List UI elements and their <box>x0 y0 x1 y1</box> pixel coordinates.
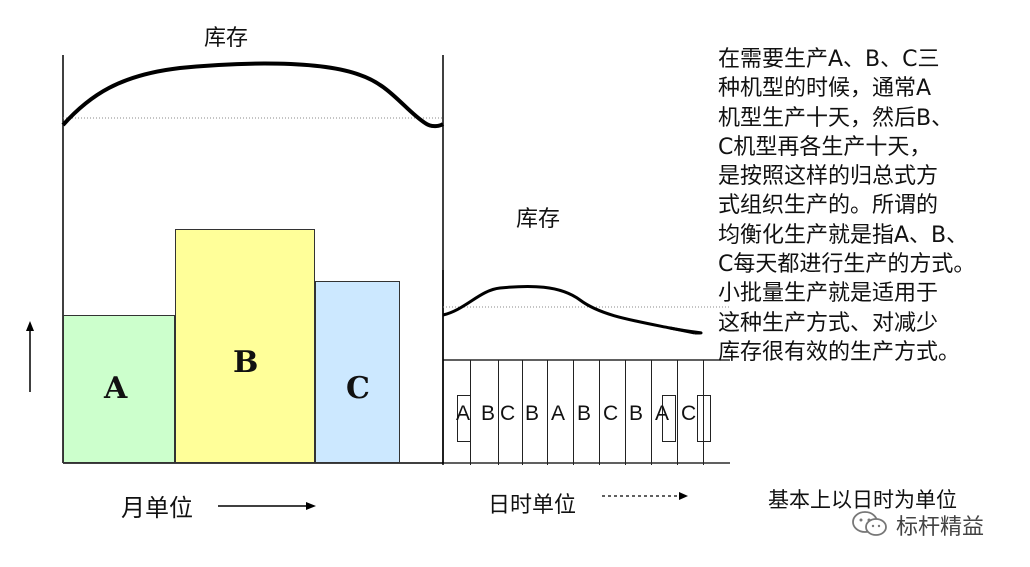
right-arrow-icon <box>218 502 316 510</box>
day-letter: A <box>655 402 670 425</box>
day-box <box>697 395 711 442</box>
description-text: 在需要生产A、B、C三 种机型的时候，通常A 机型生产十天，然后B、 C机型再各… <box>718 47 976 365</box>
wechat-icon <box>852 511 887 536</box>
bar-b-label: B <box>233 345 259 380</box>
watermark-text: 标杆精益 <box>896 515 985 540</box>
daily-inventory-label: 库存 <box>516 207 561 232</box>
day-box <box>662 395 676 442</box>
footer-note: 基本上以日时为单位 <box>768 488 957 512</box>
monthly-inventory-curve <box>61 61 445 129</box>
day-divider <box>677 360 678 465</box>
monthly-panel <box>61 55 445 464</box>
day-divider <box>547 360 548 465</box>
day-box <box>457 395 471 442</box>
day-letter: B <box>629 402 644 425</box>
day-divider <box>599 360 600 465</box>
up-arrow-icon <box>26 321 34 392</box>
day-letter: B <box>481 402 496 425</box>
dashed-right-arrow-icon <box>602 492 688 500</box>
daily-panel <box>442 270 730 465</box>
day-divider <box>703 360 704 465</box>
bar-a-label: A <box>104 371 128 406</box>
day-divider <box>651 360 652 465</box>
bar-c-label: C <box>346 371 370 406</box>
bar-b <box>175 229 315 463</box>
day-letter: B <box>577 402 592 425</box>
bar-c <box>315 281 400 463</box>
day-divider <box>498 360 499 465</box>
day-letter: A <box>551 402 566 425</box>
day-divider <box>522 360 523 465</box>
day-letter: A <box>456 402 471 425</box>
daily-axis-label: 日时单位 <box>488 493 577 518</box>
monthly-axis-label: 月单位 <box>121 494 193 522</box>
bar-a <box>63 315 175 463</box>
day-divider <box>573 360 574 465</box>
monthly-inventory-label: 库存 <box>204 26 249 51</box>
daily-inventory-curve <box>442 284 703 335</box>
day-letter: C <box>500 402 516 425</box>
day-divider <box>625 360 626 465</box>
day-letter: C <box>681 402 697 425</box>
day-letter: C <box>603 402 619 425</box>
day-letter: B <box>525 402 540 425</box>
